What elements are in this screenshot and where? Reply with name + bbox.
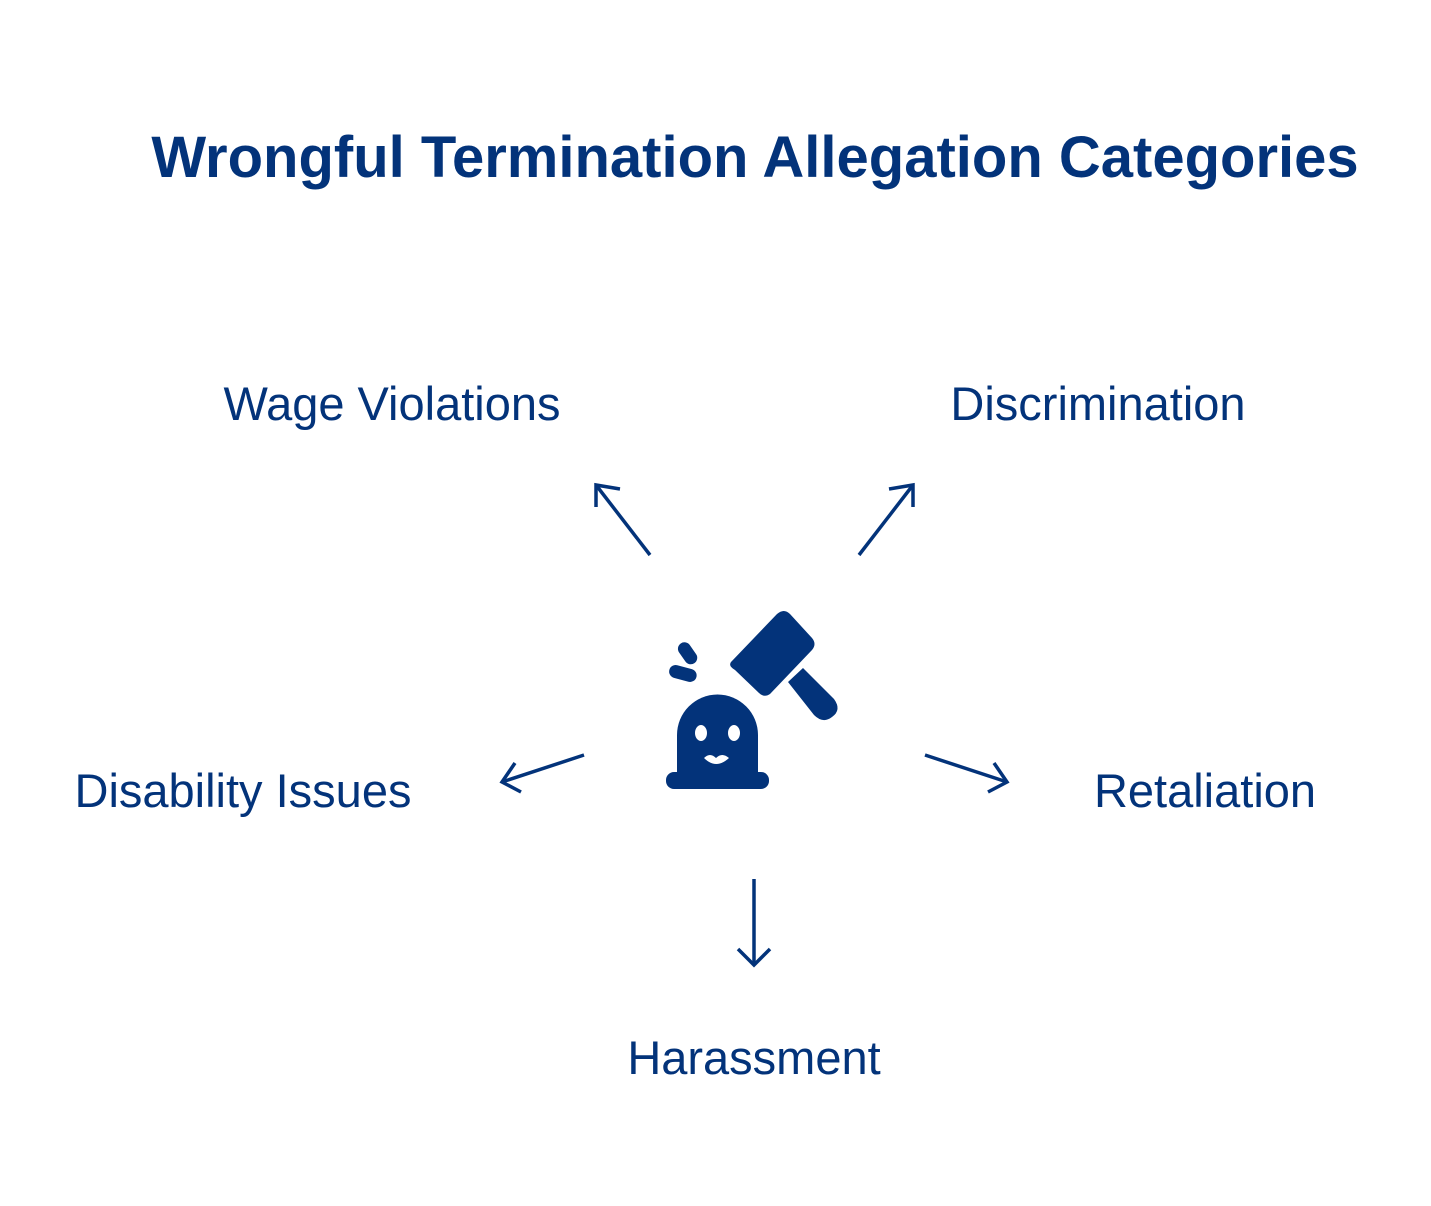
arrow-down	[736, 879, 772, 968]
category-discrimination: Discrimination	[950, 377, 1245, 430]
arrow-up-left	[594, 482, 652, 557]
diagram-title: Wrongful Termination Allegation Categori…	[151, 125, 1358, 190]
arrow-up-right	[857, 482, 915, 557]
gavel-hitting-person-icon	[666, 611, 838, 789]
arrow-left	[499, 753, 585, 794]
arrow-right	[924, 753, 1010, 794]
category-retaliation: Retaliation	[1094, 764, 1316, 817]
category-wage-violations: Wage Violations	[223, 377, 560, 430]
category-harassment: Harassment	[627, 1031, 880, 1084]
category-disability-issues: Disability Issues	[75, 764, 412, 817]
